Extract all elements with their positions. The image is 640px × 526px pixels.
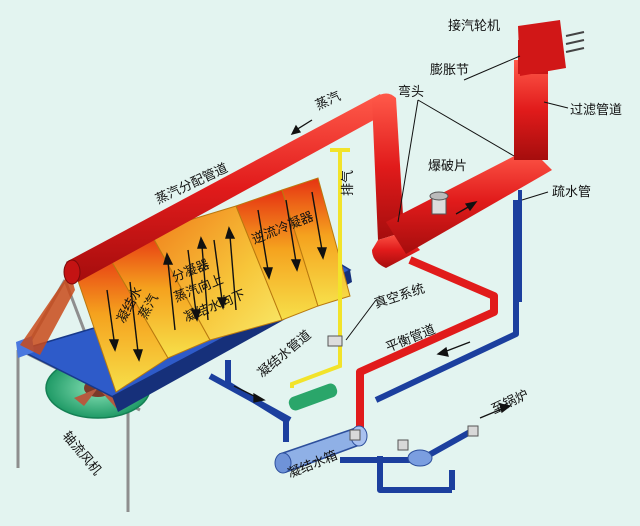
label-axial-fan: 轴流风机 xyxy=(59,429,104,478)
label-condensate-pipe: 凝结水管道 xyxy=(254,327,314,381)
label-exhaust: 排气 xyxy=(340,170,356,196)
flow-arrows xyxy=(106,191,327,362)
label-elbow: 弯头 xyxy=(398,84,424,100)
label-rupture-disc: 爆破片 xyxy=(428,159,467,174)
label-steam: 蒸汽 xyxy=(313,89,343,114)
label-drain-pipe: 疏水管 xyxy=(552,185,591,200)
callout-lines xyxy=(345,55,569,341)
steam-distribution-pipe xyxy=(63,94,392,285)
label-expansion-joint: 膨胀节 xyxy=(430,63,469,78)
balance-pipe xyxy=(356,256,498,440)
direction-arrows xyxy=(233,119,512,419)
label-turbine: 接汽轮机 xyxy=(448,18,500,34)
vacuum-equipment xyxy=(288,335,343,411)
label-to-boiler: 至锅炉 xyxy=(489,387,531,418)
condenser-panels xyxy=(20,177,351,393)
condensate-tank xyxy=(274,425,368,474)
vacuum-line xyxy=(290,148,350,388)
valves xyxy=(349,425,479,451)
main-steam-duct xyxy=(372,20,585,268)
pump xyxy=(407,449,433,467)
label-filter-pipe: 过滤管道 xyxy=(570,103,622,118)
label-vacuum-system: 真空系统 xyxy=(373,281,427,311)
rupture-disc xyxy=(429,191,449,215)
